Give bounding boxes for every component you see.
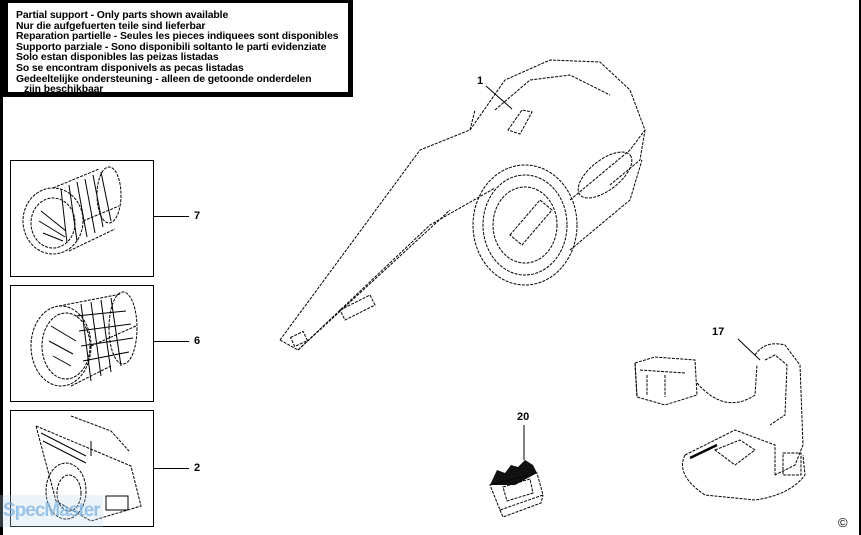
mesh-filter-illustration <box>30 291 138 387</box>
part-panel-7[interactable] <box>10 160 154 277</box>
leader-line-1 <box>485 85 513 110</box>
charging-base-illustration <box>634 338 806 501</box>
brush-attachment-illustration <box>489 425 544 518</box>
part-number-1[interactable]: 1 <box>477 75 484 87</box>
part-panel-6[interactable] <box>10 285 154 402</box>
part-number-6[interactable]: 6 <box>194 335 201 347</box>
leader-line-7 <box>153 216 189 217</box>
notice-line: Partial support - Only parts shown avail… <box>16 10 229 21</box>
handheld-vacuum-illustration <box>279 59 646 351</box>
filter-housing-illustration <box>35 415 142 522</box>
notice-line: Solo estan disponibles las peizas listad… <box>16 52 219 64</box>
pleated-filter-illustration <box>22 166 122 255</box>
notice-line: Gedeeltelijke ondersteuning - alleen de … <box>16 73 312 85</box>
notice-line: Reparation partielle - Seules les pieces… <box>16 31 339 43</box>
right-border <box>859 0 861 535</box>
part-number-2[interactable]: 2 <box>194 462 201 474</box>
leader-line-6 <box>153 341 189 342</box>
partial-support-notice: Partial support - Only parts shown avail… <box>3 0 353 97</box>
notice-line: So se encontram disponivels as pecas lis… <box>16 62 244 74</box>
part-number-17[interactable]: 17 <box>712 326 725 338</box>
left-border <box>0 0 3 535</box>
leader-line-2 <box>153 468 189 469</box>
watermark: SpecMaster <box>0 495 103 527</box>
notice-line: zijn beschikbaar <box>24 84 104 96</box>
copyright-symbol: © <box>838 515 848 530</box>
part-number-7[interactable]: 7 <box>194 210 201 222</box>
notice-line: Nur die aufgefuerten teile sind lieferba… <box>16 20 206 32</box>
part-number-20[interactable]: 20 <box>517 411 530 423</box>
part-panel-2[interactable] <box>10 410 154 527</box>
notice-line: Supporto parziale - Sono disponibili sol… <box>16 41 327 53</box>
